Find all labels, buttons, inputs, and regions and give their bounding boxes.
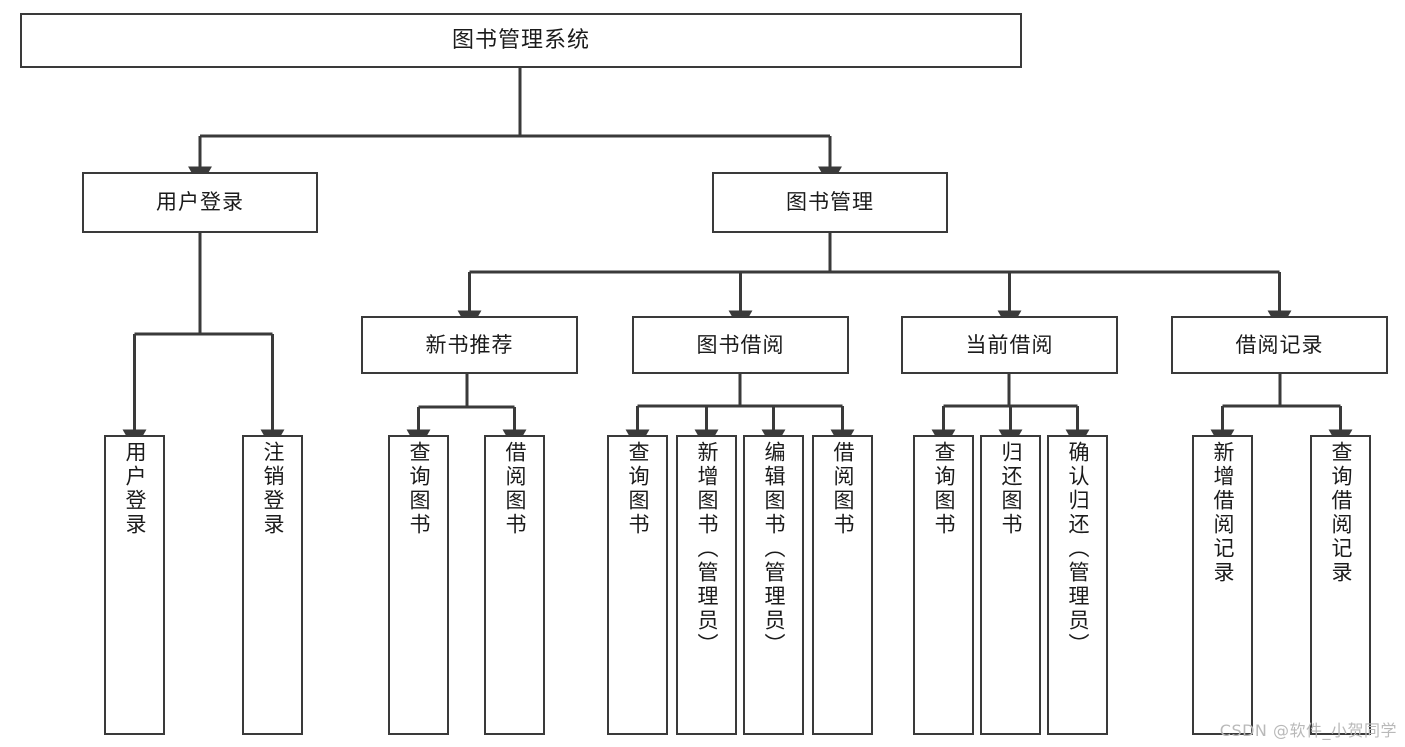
- node-book-management-label: 图书管理: [786, 190, 874, 215]
- leaf-return-book-label: 归还图书: [999, 441, 1023, 537]
- node-user-login[interactable]: 用户登录: [82, 172, 318, 233]
- leaf-query-book-borrow[interactable]: 查询图书: [607, 435, 668, 735]
- node-borrow-record-label: 借阅记录: [1235, 332, 1324, 357]
- leaf-edit-book-label: 编辑图书（管理员）: [762, 441, 786, 657]
- node-book-management[interactable]: 图书管理: [712, 172, 948, 233]
- leaf-add-book[interactable]: 新增图书（管理员）: [676, 435, 737, 735]
- leaf-edit-book[interactable]: 编辑图书（管理员）: [743, 435, 804, 735]
- leaf-confirm-return-label: 确认归还（管理员）: [1066, 441, 1090, 657]
- leaf-query-book-recommend[interactable]: 查询图书: [388, 435, 449, 735]
- leaf-add-book-label: 新增图书（管理员）: [695, 441, 719, 657]
- node-book-borrow-label: 图书借阅: [696, 332, 785, 357]
- leaf-borrow-book-label: 借阅图书: [831, 441, 855, 537]
- leaf-borrow-book-recommend-label: 借阅图书: [503, 441, 527, 537]
- leaf-query-book-current[interactable]: 查询图书: [913, 435, 974, 735]
- leaf-logout[interactable]: 注销登录: [242, 435, 303, 735]
- leaf-confirm-return[interactable]: 确认归还（管理员）: [1047, 435, 1108, 735]
- node-current-borrow[interactable]: 当前借阅: [901, 316, 1118, 374]
- leaf-add-borrow-record[interactable]: 新增借阅记录: [1192, 435, 1253, 735]
- node-new-book-recommend-label: 新书推荐: [425, 332, 514, 357]
- leaf-user-login-label: 用户登录: [123, 441, 147, 537]
- leaf-query-book-borrow-label: 查询图书: [626, 441, 650, 537]
- leaf-query-borrow-record[interactable]: 查询借阅记录: [1310, 435, 1371, 735]
- leaf-return-book[interactable]: 归还图书: [980, 435, 1041, 735]
- leaf-borrow-book-recommend[interactable]: 借阅图书: [484, 435, 545, 735]
- node-book-borrow[interactable]: 图书借阅: [632, 316, 849, 374]
- leaf-user-login[interactable]: 用户登录: [104, 435, 165, 735]
- leaf-query-book-current-label: 查询图书: [932, 441, 956, 537]
- node-new-book-recommend[interactable]: 新书推荐: [361, 316, 578, 374]
- node-borrow-record[interactable]: 借阅记录: [1171, 316, 1388, 374]
- leaf-query-borrow-record-label: 查询借阅记录: [1329, 441, 1353, 585]
- node-root[interactable]: 图书管理系统: [20, 13, 1022, 68]
- leaf-add-borrow-record-label: 新增借阅记录: [1211, 441, 1235, 585]
- node-current-borrow-label: 当前借阅: [965, 332, 1054, 357]
- node-user-login-label: 用户登录: [156, 190, 244, 215]
- watermark: CSDN @软件_小贺同学: [1219, 721, 1397, 740]
- leaf-query-book-recommend-label: 查询图书: [407, 441, 431, 537]
- leaf-logout-label: 注销登录: [261, 441, 285, 537]
- leaf-borrow-book[interactable]: 借阅图书: [812, 435, 873, 735]
- node-root-label: 图书管理系统: [451, 27, 590, 53]
